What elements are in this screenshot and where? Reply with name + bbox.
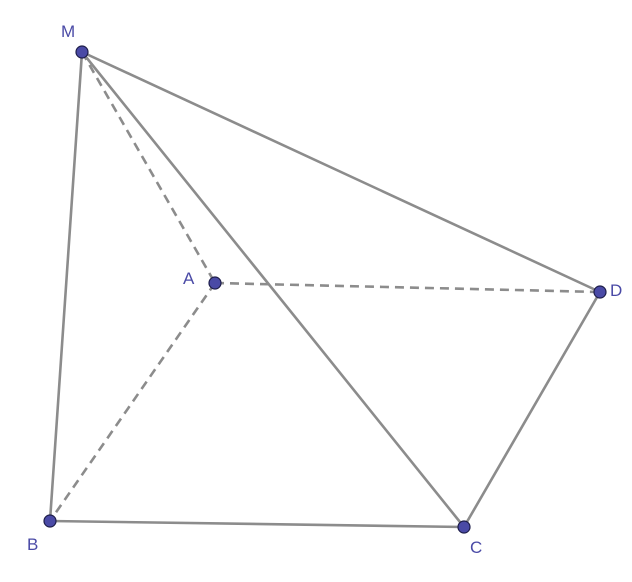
edge-ab [48,282,217,522]
vertex-a[interactable] [208,276,222,290]
vertex-b[interactable] [43,514,57,528]
edge-bc [48,519,466,529]
labels-group: M A B C D [27,22,622,557]
edge-mc [80,50,466,529]
vertex-c[interactable] [457,520,471,534]
edge-ad [214,281,601,294]
label-b: B [27,535,38,554]
edge-cd [462,290,602,529]
label-c: C [470,538,482,557]
edge-ma [80,51,217,284]
vertices-group [43,45,607,534]
label-m: M [61,22,75,41]
vertex-d[interactable] [593,285,607,299]
edge-md [80,50,602,294]
edge-mb [48,50,84,523]
edges-group [48,50,602,529]
vertex-m[interactable] [75,45,89,59]
label-d: D [610,281,622,300]
label-a: A [183,269,195,288]
